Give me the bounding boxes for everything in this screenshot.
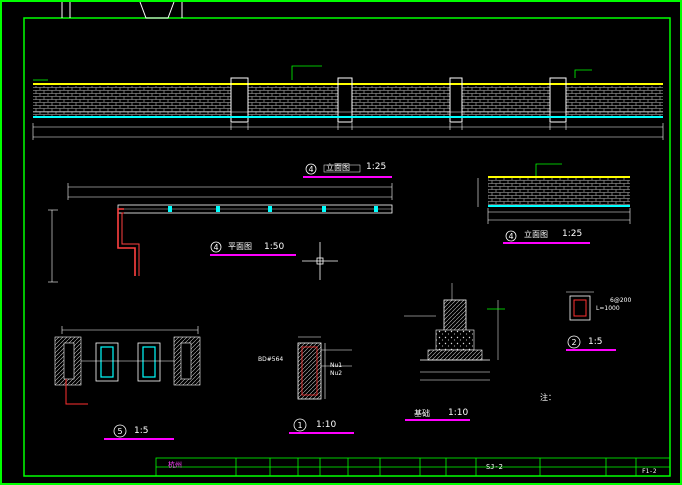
wall-segment xyxy=(566,86,663,116)
detail2-number: 2 xyxy=(571,338,576,347)
detail5-number: 5 xyxy=(117,427,122,436)
elevation-title-a: 4 xyxy=(303,163,392,178)
plan-title: 平面图 xyxy=(228,242,252,251)
wall-segment xyxy=(33,86,231,116)
plan-view: 4 xyxy=(48,183,393,283)
elevation-b-number: 4 xyxy=(508,232,513,241)
detail-2: 2 xyxy=(566,291,616,351)
detail5-scale: 1:5 xyxy=(134,426,149,436)
pillar xyxy=(337,77,353,123)
wall-segment xyxy=(462,86,550,116)
detail-5: 5 xyxy=(54,326,201,440)
detail1-scale: 1:10 xyxy=(316,420,337,430)
plan-scale: 1:50 xyxy=(264,242,285,252)
long-elevation xyxy=(32,65,664,140)
elevation-b-title: 立面图 xyxy=(524,230,548,239)
elevation-b-scale: 1:25 xyxy=(562,229,583,239)
wall-segment xyxy=(352,86,450,116)
elevation-a-scale: 1:25 xyxy=(366,162,387,172)
detail1-number: 1 xyxy=(297,421,302,430)
rebar-note-2: Nu2 xyxy=(330,370,343,377)
pier-note-2: L=1000 xyxy=(596,305,620,312)
crosshair-icon xyxy=(302,242,338,280)
short-elevation: 4 xyxy=(477,163,631,244)
plan-number: 4 xyxy=(213,243,218,252)
wall-segment xyxy=(248,86,338,116)
main-note: 注： xyxy=(540,393,556,402)
pillar xyxy=(449,77,463,123)
pillar xyxy=(230,77,249,123)
title-block-project: 杭州 xyxy=(168,461,182,469)
spec-note: BD#564 xyxy=(258,356,284,363)
detail2-scale: 1:5 xyxy=(588,337,603,347)
title-block-sheet-no: F1-2 xyxy=(642,468,657,475)
title-block-sheet-label: SJ-2 xyxy=(486,463,503,471)
detail-1: 1 xyxy=(289,336,354,434)
pillar xyxy=(549,77,567,123)
foundation-scale: 1:10 xyxy=(448,408,469,418)
elevation-a-number: 4 xyxy=(308,165,313,174)
elevation-a-title: 立面图 xyxy=(326,163,350,172)
pier-note: 6@200 xyxy=(610,297,632,304)
rebar-note-1: Nu1 xyxy=(330,362,343,369)
foundation-title: 基础 xyxy=(414,409,430,418)
foundation-section xyxy=(404,283,505,421)
title-block xyxy=(155,457,671,477)
